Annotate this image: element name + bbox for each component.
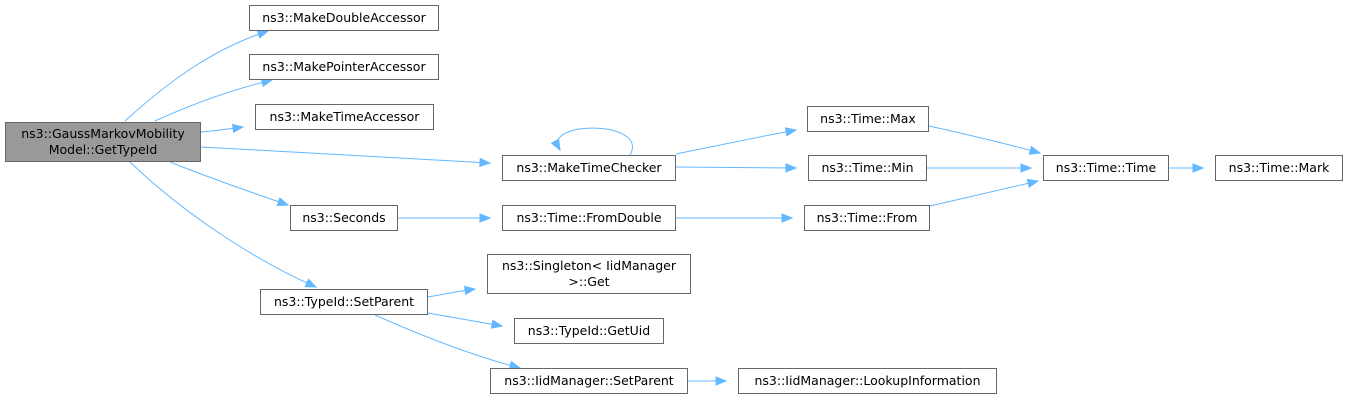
arrowhead-setParentT-to-singletonGet: [463, 285, 477, 296]
node-time-mark[interactable]: ns3::Time::Mark: [1215, 155, 1343, 181]
node-label: ns3::TypeId::GetUid: [527, 323, 651, 338]
node-label: ns3::Time::Max: [820, 111, 916, 126]
node-label: ns3::IidManager::SetParent: [504, 373, 674, 388]
edge-root-to-setParentT: [129, 161, 317, 288]
arrowhead-makeTimeChecker-to-timeMin: [785, 163, 798, 173]
node-label: ns3::MakeTimeChecker: [516, 160, 662, 175]
edge-root-to-seconds: [169, 161, 289, 206]
arrowhead-seconds-to-fromDouble: [479, 213, 492, 223]
node-gauss-markov-get-type-id: ns3::GaussMarkovMobility Model::GetTypeI…: [5, 122, 201, 162]
arrowhead-setParentT-to-getUid: [490, 319, 504, 329]
arrowhead-makeTimeChecker-to-makeTimeChecker: [550, 138, 561, 152]
node-make-time-checker[interactable]: ns3::MakeTimeChecker: [502, 155, 676, 181]
node-time-from-double[interactable]: ns3::Time::FromDouble: [502, 205, 676, 231]
node-iid-manager-lookup-information[interactable]: ns3::IidManager::LookupInformation: [738, 368, 997, 394]
edge-makeTimeChecker-to-timeMax: [675, 129, 797, 155]
node-make-pointer-accessor[interactable]: ns3::MakePointerAccessor: [249, 54, 439, 80]
node-label: ns3::Time::Mark: [1228, 160, 1330, 175]
node-label: ns3::Seconds: [302, 210, 386, 225]
arrowhead-root-to-makeDouble: [256, 29, 270, 39]
edge-root-to-makeDouble: [124, 30, 269, 122]
node-make-time-accessor[interactable]: ns3::MakeTimeAccessor: [255, 104, 434, 130]
node-label: ns3::GaussMarkovMobility Model::GetTypeI…: [21, 126, 185, 157]
arrowhead-timeFrom-to-timeTime: [1026, 178, 1040, 189]
node-iid-manager-set-parent[interactable]: ns3::IidManager::SetParent: [490, 368, 688, 394]
node-label: ns3::Time::Min: [821, 160, 914, 175]
arrowhead-timeTime-to-timeMark: [1192, 163, 1205, 173]
edge-timeMax-to-timeTime: [928, 125, 1041, 154]
node-label: ns3::IidManager::LookupInformation: [754, 373, 981, 388]
arrowhead-root-to-makeTime: [231, 123, 245, 134]
node-time-time[interactable]: ns3::Time::Time: [1043, 155, 1169, 181]
arrowhead-timeMax-to-timeTime: [1028, 145, 1042, 155]
node-label: ns3::MakeTimeAccessor: [269, 109, 420, 124]
edge-makeTimeChecker-to-timeMin: [675, 166, 797, 169]
edge-root-to-makePointer: [154, 79, 273, 122]
node-label: ns3::Time::FromDouble: [516, 210, 662, 225]
node-singleton-get[interactable]: ns3::Singleton< IidManager >::Get: [487, 254, 691, 294]
node-label: ns3::MakeDoubleAccessor: [262, 10, 426, 25]
arrowhead-iidSetParent-to-lookupInfo: [715, 376, 728, 386]
arrowhead-root-to-makeTimeChecker: [479, 157, 492, 168]
edge-timeFrom-to-timeTime: [929, 180, 1039, 207]
node-time-max[interactable]: ns3::Time::Max: [807, 106, 929, 132]
edge-setParentT-to-getUid: [427, 312, 503, 327]
edge-setParentT-to-iidSetParent: [374, 314, 521, 369]
node-seconds[interactable]: ns3::Seconds: [290, 205, 398, 231]
node-type-id-set-parent[interactable]: ns3::TypeId::SetParent: [260, 289, 428, 315]
node-label: ns3::Singleton< IidManager >::Get: [501, 258, 677, 289]
node-make-double-accessor[interactable]: ns3::MakeDoubleAccessor: [249, 5, 439, 31]
arrowhead-timeMin-to-timeTime: [1020, 163, 1033, 173]
node-time-min[interactable]: ns3::Time::Min: [808, 155, 927, 181]
edge-root-to-makeTimeChecker: [200, 146, 491, 164]
node-label: ns3::Time::From: [816, 210, 918, 225]
node-label: ns3::TypeId::SetParent: [273, 294, 415, 309]
node-type-id-get-uid[interactable]: ns3::TypeId::GetUid: [514, 318, 664, 344]
node-label: ns3::Time::Time: [1055, 160, 1157, 175]
arrowhead-root-to-seconds: [276, 197, 290, 207]
node-time-from[interactable]: ns3::Time::From: [804, 205, 930, 231]
arrowhead-fromDouble-to-timeFrom: [781, 213, 794, 223]
edge-makeTimeChecker-to-makeTimeChecker: [557, 127, 633, 156]
arrowhead-root-to-setParentT: [304, 278, 318, 288]
node-label: ns3::MakePointerAccessor: [262, 59, 426, 74]
arrowhead-makeTimeChecker-to-timeMax: [784, 127, 798, 137]
